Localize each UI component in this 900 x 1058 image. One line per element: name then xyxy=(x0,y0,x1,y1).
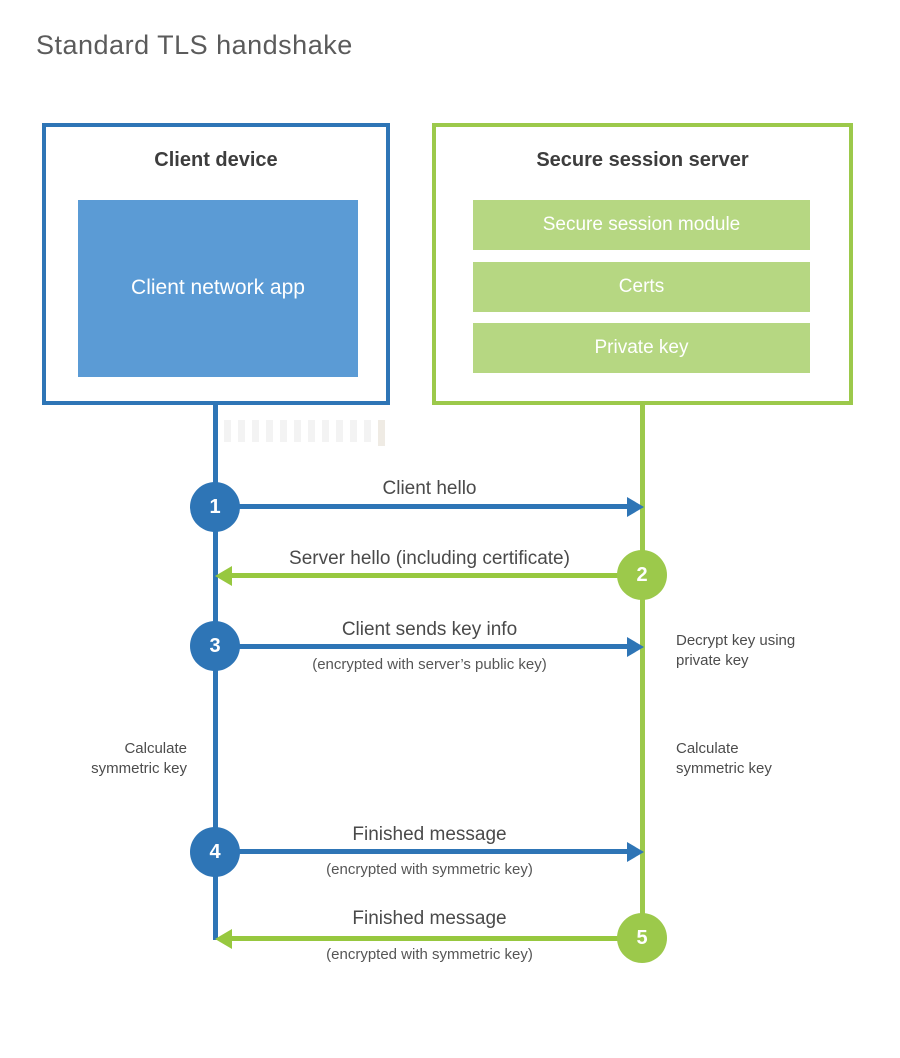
step-5-sublabel: (encrypted with symmetric key) xyxy=(326,946,533,963)
step-2-circle: 2 xyxy=(617,550,667,600)
step-2-label: Server hello (including certificate) xyxy=(289,548,570,569)
client-network-app-label: Client network app xyxy=(131,276,305,300)
step-4-sublabel: (encrypted with symmetric key) xyxy=(326,861,533,878)
server-module-private-key: Private key xyxy=(473,323,810,373)
server-module-secure-session: Secure session module xyxy=(473,200,810,250)
step-4-circle: 4 xyxy=(190,827,240,877)
arrow-right-icon xyxy=(627,842,644,862)
step-1-circle: 1 xyxy=(190,482,240,532)
step-5-circle: 5 xyxy=(617,913,667,963)
arrow-right-icon xyxy=(627,497,644,517)
step-5-label: Finished message xyxy=(352,908,507,929)
client-network-app-box: Client network app xyxy=(78,200,358,377)
arrow-right-line xyxy=(217,504,629,509)
secure-session-server-box: Secure session server Secure session mod… xyxy=(432,123,853,405)
secure-session-server-title: Secure session server xyxy=(536,149,749,171)
step-3-sublabel: (encrypted with server’s public key) xyxy=(312,656,547,673)
arrow-left-icon xyxy=(215,566,232,586)
note-calculate-symmetric-key-client: Calculate symmetric key xyxy=(91,740,187,777)
arrow-right-icon xyxy=(627,637,644,657)
client-device-title: Client device xyxy=(154,149,278,171)
note-decrypt-key: Decrypt key using private key xyxy=(676,632,796,669)
faint-watermark xyxy=(224,420,385,446)
page-title: Standard TLS handshake xyxy=(36,30,353,60)
note-calculate-symmetric-key-server: Calculate symmetric key xyxy=(676,740,772,777)
arrow-right-line xyxy=(217,644,629,649)
arrow-right-line xyxy=(217,849,629,854)
step-1-label: Client hello xyxy=(382,478,477,499)
step-4-label: Finished message xyxy=(352,824,507,845)
arrow-left-icon xyxy=(215,929,232,949)
arrow-left-line xyxy=(231,936,642,941)
step-3-circle: 3 xyxy=(190,621,240,671)
step-3-label: Client sends key info xyxy=(341,619,518,640)
server-lifeline xyxy=(640,405,645,962)
client-device-box: Client device Client network app xyxy=(42,123,390,405)
arrow-left-line xyxy=(231,573,642,578)
server-module-certs: Certs xyxy=(473,262,810,312)
client-lifeline xyxy=(213,405,218,940)
